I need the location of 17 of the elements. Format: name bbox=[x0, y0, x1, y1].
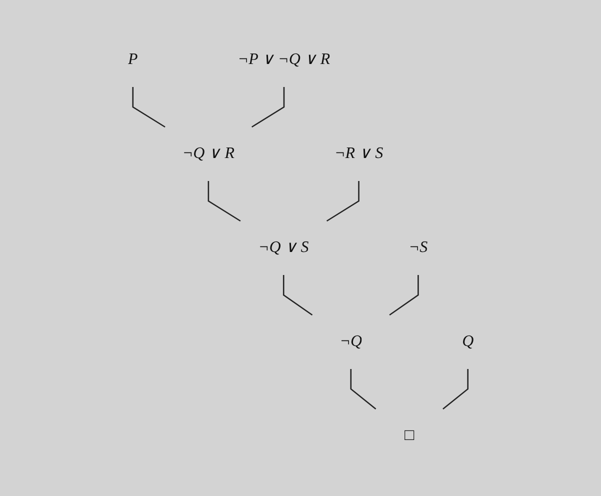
connector bbox=[350, 369, 376, 410]
node-text: ¬Q ∨ R bbox=[182, 144, 234, 162]
connector bbox=[132, 87, 166, 128]
node-text: Q bbox=[462, 332, 474, 350]
node-text: □ bbox=[404, 426, 414, 444]
node-text: ¬R ∨ S bbox=[334, 144, 383, 162]
connector bbox=[251, 87, 284, 128]
connector bbox=[442, 369, 468, 410]
connector bbox=[388, 275, 418, 316]
node-text: ¬Q bbox=[339, 332, 362, 350]
node-text: P bbox=[128, 51, 138, 68]
connector bbox=[207, 181, 240, 222]
node-text: ¬Q ∨ S bbox=[258, 238, 308, 256]
connector bbox=[282, 275, 312, 316]
connector bbox=[326, 181, 360, 222]
node-text: ¬P ∨ ¬Q ∨ R bbox=[237, 51, 330, 68]
node-text: ¬S bbox=[408, 238, 428, 256]
